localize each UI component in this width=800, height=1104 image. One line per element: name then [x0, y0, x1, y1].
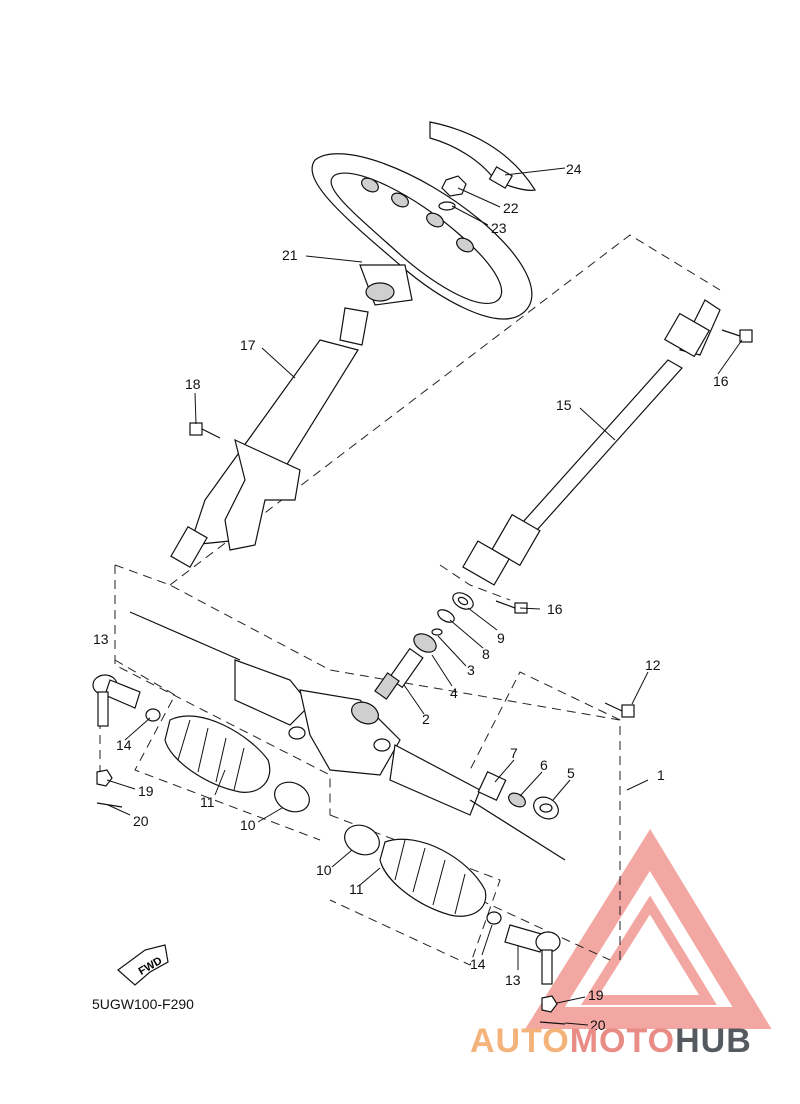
callout-11-left: 11 — [200, 794, 215, 810]
callout-23: 23 — [491, 220, 507, 236]
callout-3: 3 — [467, 662, 475, 678]
callout-17: 17 — [240, 337, 256, 353]
callout-15: 15 — [556, 397, 572, 413]
callout-16-upper: 16 — [713, 373, 729, 389]
callout-19-left: 19 — [138, 783, 154, 799]
callout-10-right: 10 — [316, 862, 332, 878]
leader-lines — [106, 167, 743, 1026]
assembly-group-outlines — [99, 234, 721, 966]
callout-8: 8 — [482, 646, 490, 662]
callout-2: 2 — [422, 711, 430, 727]
rack-guide — [477, 771, 507, 801]
band-right — [344, 824, 380, 856]
callout-14-left: 14 — [116, 737, 132, 753]
callout-19-right: 19 — [588, 987, 604, 1003]
callout-9: 9 — [497, 630, 505, 646]
nut-right-lower — [541, 995, 558, 1013]
callout-13-right: 13 — [505, 972, 521, 988]
callout-4: 4 — [450, 685, 458, 701]
bolt-lower — [495, 600, 528, 614]
cotter-pin-left — [96, 802, 123, 808]
bolt — [189, 422, 221, 439]
watermark-text: AUTOMOTOHUB — [470, 1022, 752, 1061]
callout-5: 5 — [567, 765, 575, 781]
callout-14-right: 14 — [470, 956, 486, 972]
callout-20-right: 20 — [590, 1017, 606, 1033]
nut-left-lower — [96, 769, 113, 787]
callout-10-left: 10 — [240, 817, 256, 833]
callout-24: 24 — [566, 161, 582, 177]
callout-18: 18 — [185, 376, 201, 392]
watermark-part-3: HUB — [675, 1022, 752, 1060]
spring — [508, 792, 526, 808]
rack-housing — [129, 611, 566, 861]
boot-left — [164, 715, 271, 793]
adjust-bolt — [533, 796, 559, 820]
circlip — [437, 609, 455, 623]
pinion-gear — [374, 647, 424, 700]
steering-wheel — [311, 153, 533, 320]
callout-20-left: 20 — [133, 813, 149, 829]
callout-16-lower: 16 — [547, 601, 563, 617]
callout-12: 12 — [645, 657, 661, 673]
watermark-part-2: MOTO — [569, 1022, 676, 1060]
intermediate-shaft — [462, 299, 721, 586]
wheel-cover — [429, 121, 536, 191]
callout-13-left: 13 — [93, 631, 109, 647]
nut — [441, 175, 467, 197]
callout-numbers: 24 22 23 21 17 18 15 16 16 9 8 3 4 2 12 … — [93, 161, 729, 1033]
band-left — [274, 781, 310, 813]
watermark-part-1: AUTO — [470, 1022, 570, 1060]
bearing — [413, 633, 437, 653]
diagram-code: 5UGW100-F290 — [92, 996, 194, 1012]
nut-right — [486, 911, 502, 925]
tie-rod-end-left — [92, 674, 141, 727]
washer — [438, 201, 456, 211]
washer-small — [431, 628, 443, 636]
callout-7: 7 — [510, 745, 518, 761]
boot-right — [379, 838, 487, 917]
callout-22: 22 — [503, 200, 519, 216]
callout-11-right: 11 — [349, 881, 364, 897]
bolt-12 — [604, 702, 635, 718]
callout-1: 1 — [657, 767, 665, 783]
callout-6: 6 — [540, 757, 548, 773]
fwd-arrow-icon: FWD — [117, 944, 169, 986]
bolt-upper — [721, 329, 753, 343]
oil-seal — [452, 592, 474, 610]
cotter-pin-right — [539, 1021, 566, 1025]
tie-rod-end-right — [504, 924, 561, 985]
watermark-logo-triangle — [525, 829, 772, 1029]
callout-21: 21 — [282, 247, 298, 263]
steering-column — [170, 307, 369, 569]
